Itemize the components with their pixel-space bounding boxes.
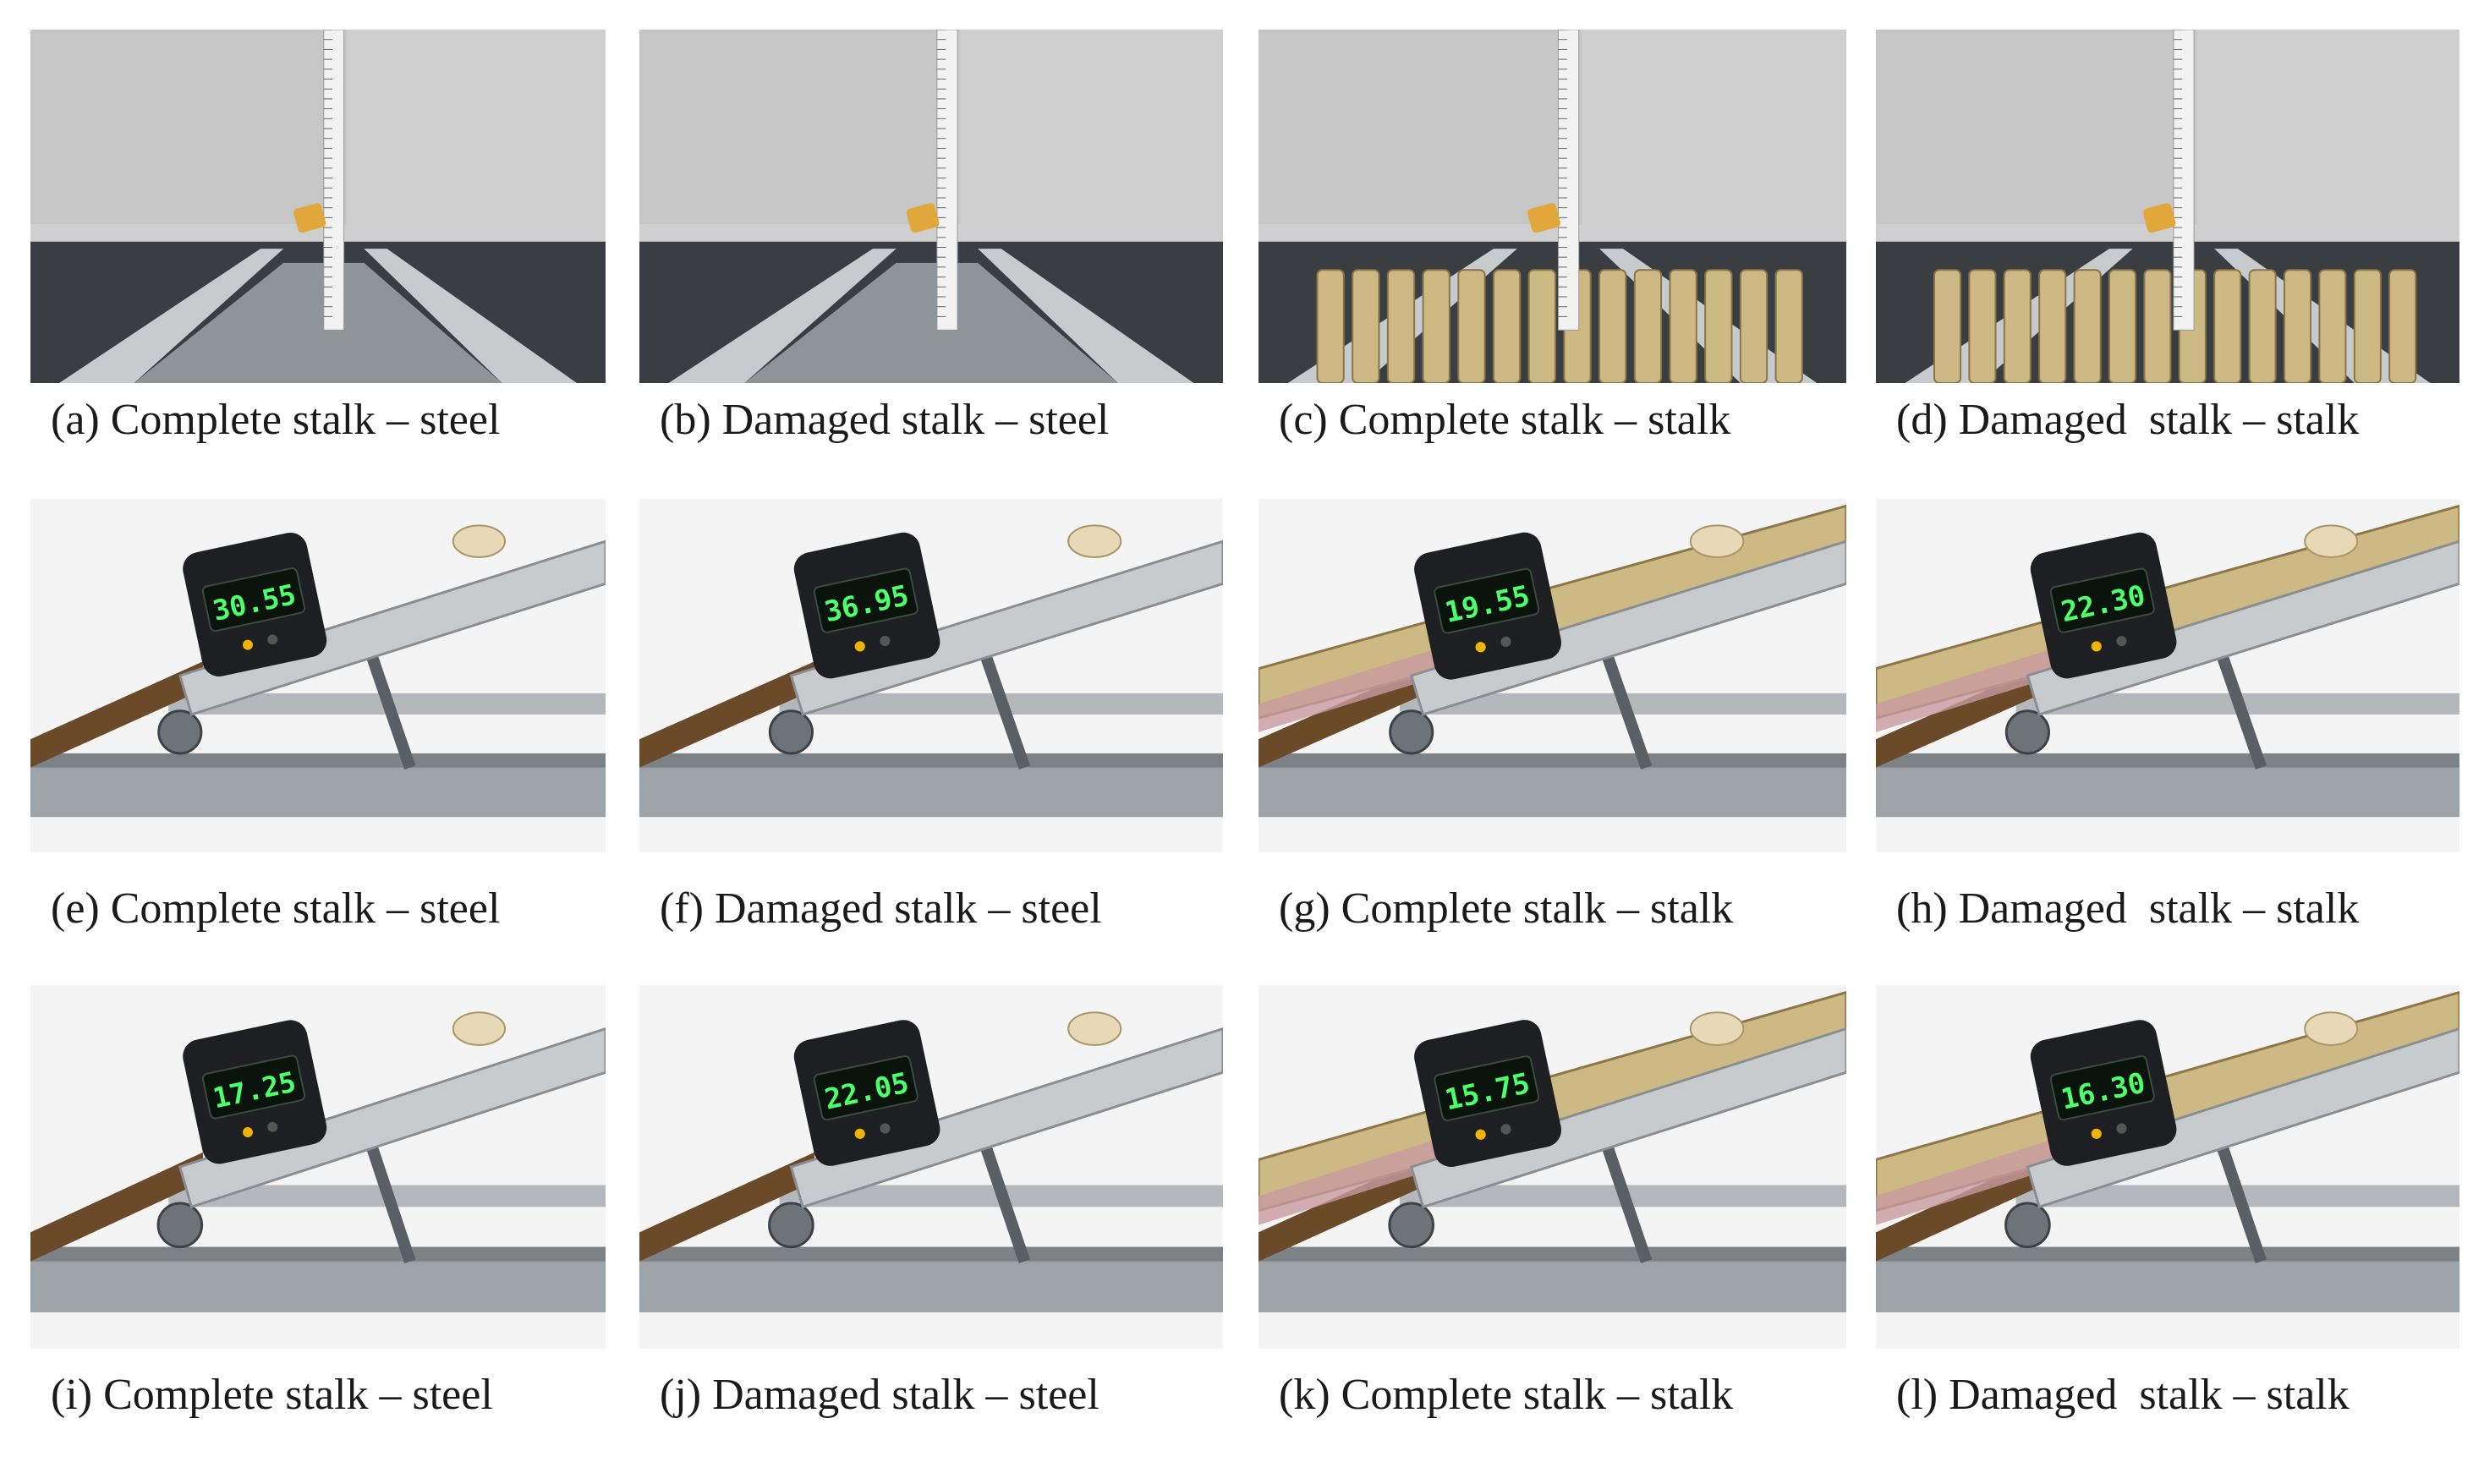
photo-illustration: 22.30	[1876, 499, 2459, 852]
photo-panel-b	[639, 30, 1223, 383]
panel-caption-c: (c) Complete stalk – stalk	[1279, 396, 1731, 444]
photo-illustration: 30.55	[30, 499, 606, 852]
photo-illustration	[639, 30, 1223, 383]
photo-panel-d	[1876, 30, 2459, 383]
panel-caption-j: (j) Damaged stalk – steel	[660, 1371, 1099, 1419]
panel-caption-l: (l) Damaged stalk – stalk	[1896, 1371, 2350, 1419]
photo-panel-a	[30, 30, 606, 383]
photo-panel-k: 15.75	[1258, 985, 1846, 1349]
photo-panel-l: 16.30	[1876, 985, 2459, 1349]
photo-illustration	[1876, 30, 2459, 383]
panel-caption-f: (f) Damaged stalk – steel	[660, 884, 1102, 933]
panel-caption-e: (e) Complete stalk – steel	[51, 884, 501, 933]
panel-caption-g: (g) Complete stalk – stalk	[1279, 884, 1734, 933]
photo-illustration: 16.30	[1876, 985, 2459, 1349]
photo-panel-e: 30.55	[30, 499, 606, 852]
photo-illustration: 22.05	[639, 985, 1223, 1349]
photo-panel-f: 36.95	[639, 499, 1223, 852]
panel-caption-d: (d) Damaged stalk – stalk	[1896, 396, 2360, 444]
panel-caption-i: (i) Complete stalk – steel	[51, 1371, 493, 1419]
photo-illustration: 15.75	[1258, 985, 1846, 1349]
photo-illustration: 36.95	[639, 499, 1223, 852]
photo-illustration	[1258, 30, 1846, 383]
panel-caption-a: (a) Complete stalk – steel	[51, 396, 501, 444]
photo-panel-i: 17.25	[30, 985, 606, 1349]
photo-illustration: 17.25	[30, 985, 606, 1349]
panel-caption-h: (h) Damaged stalk – stalk	[1896, 884, 2360, 933]
photo-panel-g: 19.55	[1258, 499, 1846, 852]
photo-panel-h: 22.30	[1876, 499, 2459, 852]
photo-illustration	[30, 30, 606, 383]
photo-illustration: 19.55	[1258, 499, 1846, 852]
panel-caption-k: (k) Complete stalk – stalk	[1279, 1371, 1734, 1419]
photo-panel-j: 22.05	[639, 985, 1223, 1349]
photo-panel-c	[1258, 30, 1846, 383]
panel-caption-b: (b) Damaged stalk – steel	[660, 396, 1110, 444]
